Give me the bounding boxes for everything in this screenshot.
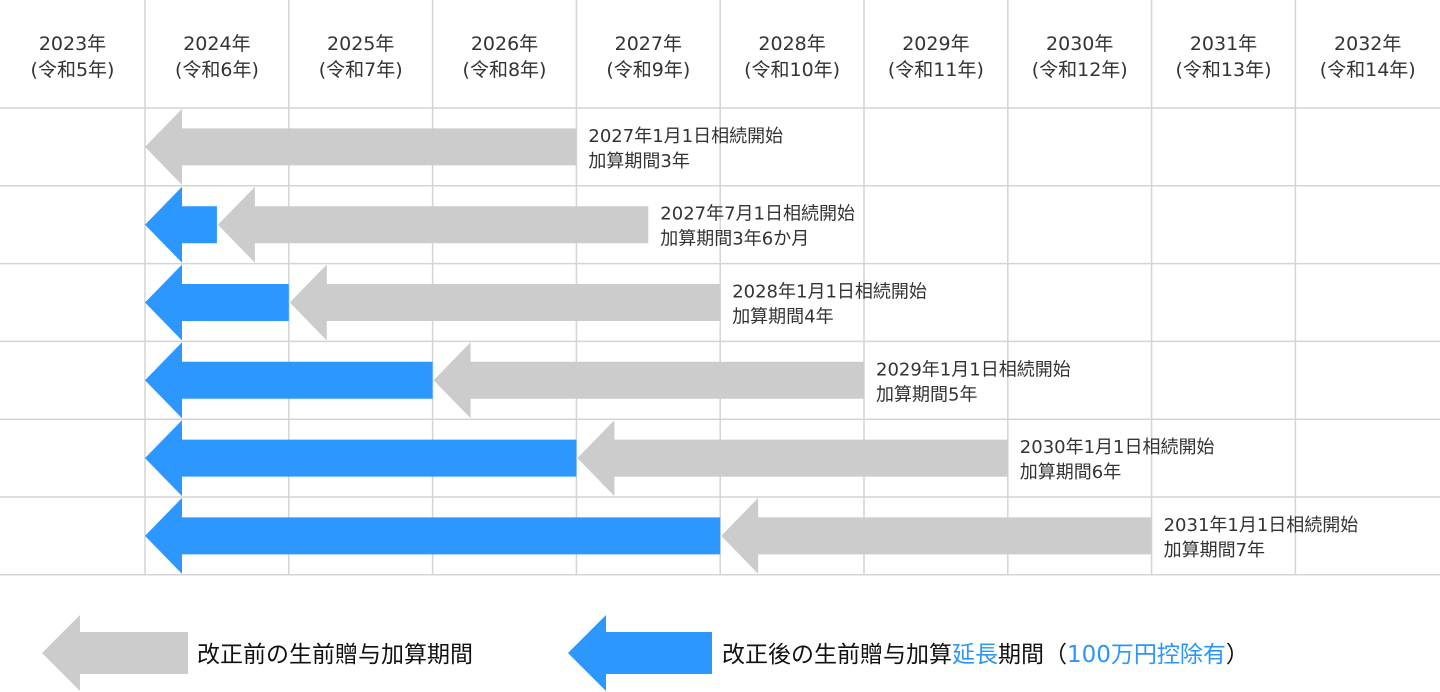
column-year: 2032年 [1334,33,1401,55]
original-period-arrow [289,264,721,341]
column-year: 2023年 [39,33,106,55]
original-period-arrow [721,497,1152,574]
column-year: 2031年 [1190,33,1257,55]
addition-period-label: 加算期間6年 [1020,462,1121,483]
original-period-arrow [433,342,864,419]
addition-period-label: 加算期間3年6か月 [660,229,809,250]
inheritance-start-label: 2029年1月1日相続開始 [876,359,1071,380]
column-era: (令和10年) [744,59,840,81]
column-year: 2029年 [902,33,969,55]
addition-period-label: 加算期間4年 [732,307,833,328]
column-era: (令和12年) [1032,59,1128,81]
column-era: (令和9年) [606,59,690,81]
column-era: (令和11年) [888,59,984,81]
column-year: 2027年 [615,33,682,55]
extension-period-arrow [145,420,577,497]
column-year: 2028年 [758,33,825,55]
legend-after-label: 改正後の生前贈与加算延長期間（100万円控除有） [722,642,1249,668]
column-year: 2024年 [183,33,250,55]
column-era: (令和8年) [463,59,547,81]
original-period-arrow [577,420,1008,497]
addition-period-label: 加算期間7年 [1164,540,1265,561]
legend-before-label: 改正前の生前贈与加算期間 [197,642,473,668]
column-era: (令和13年) [1175,59,1271,81]
legend: 改正前の生前贈与加算期間 改正後の生前贈与加算延長期間（100万円控除有） [42,615,1249,691]
year-header: 2023年 (令和5年) 2024年 (令和6年) 2025年 (令和7年) 2026年 (令… [31,33,1416,81]
inheritance-start-label: 2031年1月1日相続開始 [1164,515,1359,536]
extension-period-arrow [145,264,289,341]
legend-after-arrow [568,615,712,691]
addition-period-label: 加算期間5年 [876,384,977,405]
column-year: 2030年 [1046,33,1113,55]
column-era: (令和7年) [319,59,403,81]
inheritance-start-label: 2027年1月1日相続開始 [588,126,783,147]
period-arrows [145,108,1152,574]
extension-period-arrow [145,342,433,419]
original-period-arrow [145,108,577,185]
column-era: (令和14年) [1320,59,1416,81]
column-year: 2025年 [327,33,394,55]
extension-period-arrow [145,497,721,574]
legend-before-arrow [42,615,188,691]
original-period-arrow [217,186,649,263]
grid-lines [0,0,1440,576]
inheritance-start-label: 2030年1月1日相続開始 [1020,437,1215,458]
addition-period-label: 加算期間3年 [588,151,689,172]
column-year: 2026年 [471,33,538,55]
column-era: (令和6年) [175,59,259,81]
column-era: (令和5年) [31,59,115,81]
inheritance-start-label: 2028年1月1日相続開始 [732,282,927,303]
extension-period-arrow [145,186,217,263]
inheritance-start-label: 2027年7月1日相続開始 [660,204,855,225]
